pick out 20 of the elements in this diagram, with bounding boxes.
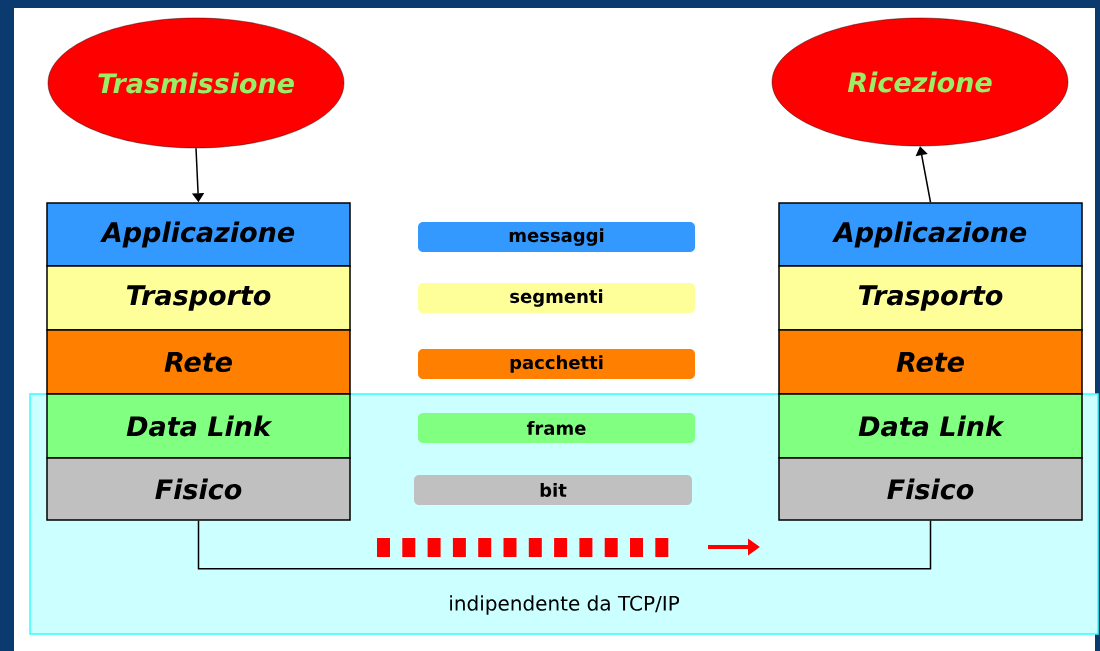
layer-box: Applicazione bbox=[46, 202, 351, 267]
data-unit-bar: pacchetti bbox=[418, 349, 695, 379]
band-label: indipendente da TCP/IP bbox=[450, 595, 680, 615]
layer-box: Trasporto bbox=[46, 265, 351, 331]
layer-box: Data Link bbox=[778, 393, 1083, 459]
layer-box: Rete bbox=[778, 329, 1083, 395]
connector bbox=[915, 146, 932, 203]
connector bbox=[197, 520, 932, 570]
ellipse-node: Ricezione bbox=[771, 17, 1069, 147]
layer-box: Applicazione bbox=[778, 202, 1083, 267]
data-unit-bar: frame bbox=[418, 413, 695, 443]
layer-box: Data Link bbox=[46, 393, 351, 459]
layer-box: Trasporto bbox=[778, 265, 1083, 331]
layer-box: Fisico bbox=[778, 457, 1083, 521]
ellipse-node: Trasmissione bbox=[47, 17, 345, 149]
data-unit-bar: segmenti bbox=[418, 283, 695, 313]
layer-box: Fisico bbox=[46, 457, 351, 521]
data-unit-bar: messaggi bbox=[418, 222, 695, 252]
layer-box: Rete bbox=[46, 329, 351, 395]
data-unit-bar: bit bbox=[414, 475, 692, 505]
